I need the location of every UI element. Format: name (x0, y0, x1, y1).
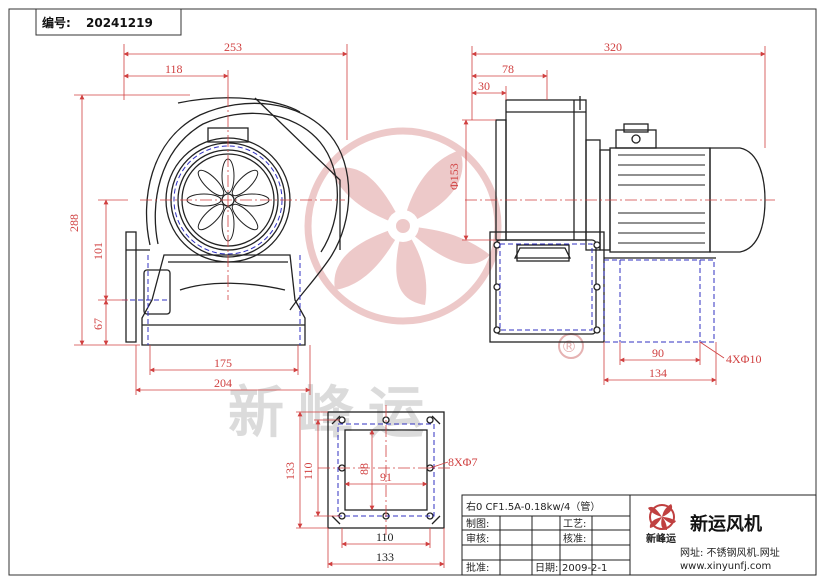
dim-inlet-offset: 118 (165, 62, 183, 76)
title-block (461, 494, 817, 576)
dim-housing-width: 78 (502, 62, 514, 76)
dim-base-hole-span: 175 (214, 356, 232, 370)
title-approved-label: 批准: (466, 561, 489, 574)
dim-inlet-depth: 30 (478, 79, 490, 93)
title-date-label: 日期: (535, 562, 558, 574)
front-hidden-lines (122, 145, 301, 345)
serial-label: 编号: (41, 15, 71, 30)
front-centerlines (140, 95, 345, 300)
dim-hole-span: 90 (652, 346, 664, 360)
sheet-border (8, 8, 817, 576)
company-website-url: www.xinyunfj.com (680, 561, 771, 572)
side-dimensions (462, 46, 766, 385)
side-hidden-lines (499, 243, 715, 343)
dim-flange-inner-width: 91 (380, 470, 392, 484)
title-verify-label: 核准: (563, 532, 586, 545)
title-process-label: 工艺: (563, 518, 586, 530)
flange-centerlines (318, 405, 452, 535)
dim-flange-inner-height: 88 (357, 463, 371, 475)
side-view (489, 96, 766, 343)
dim-flange-bolt-holes: 8XΦ7 (448, 455, 477, 469)
front-dimensions (74, 44, 348, 395)
dim-overall-height: 288 (67, 214, 81, 232)
title-drawn-label: 制图: (466, 517, 489, 530)
company-logo-text: 新峰运 (646, 532, 676, 545)
dim-flange-outer-height: 133 (283, 462, 297, 480)
dim-mount-holes: 4XΦ10 (726, 352, 761, 366)
watermark-logo (304, 127, 502, 325)
dim-inlet-diameter: Φ153 (447, 163, 461, 190)
dim-flange-bolt-height: 110 (301, 462, 315, 480)
title-date-value: 2009-2-1 (562, 563, 607, 574)
serial-value: 20241219 (86, 16, 153, 30)
svg-text:®: ® (561, 337, 577, 356)
title-model: 右0 CF1.5A-0.18kw/4（管） (466, 500, 600, 513)
title-checked-label: 审核: (466, 532, 489, 545)
dim-base-height: 67 (91, 318, 105, 330)
company-logo (648, 504, 676, 530)
dim-base-length: 134 (649, 366, 667, 380)
company-website-label: 网址: 不锈钢风机.网址 (680, 546, 780, 559)
dim-flange-bolt-width: 110 (376, 530, 394, 544)
company-name: 新运风机 (690, 513, 762, 535)
dim-outlet-height: 101 (91, 242, 105, 260)
dim-base-width: 204 (214, 376, 232, 390)
watermark-registered: ® (558, 333, 584, 359)
front-view (125, 97, 350, 346)
flange-dimensions (296, 411, 449, 568)
serial-box: 编号: 20241219 (35, 8, 182, 36)
dim-flange-outer-width: 133 (376, 550, 394, 564)
dim-overall-width: 253 (224, 40, 242, 54)
dim-overall-length: 320 (604, 40, 622, 54)
watermark-text: 新峰运 (228, 381, 438, 446)
